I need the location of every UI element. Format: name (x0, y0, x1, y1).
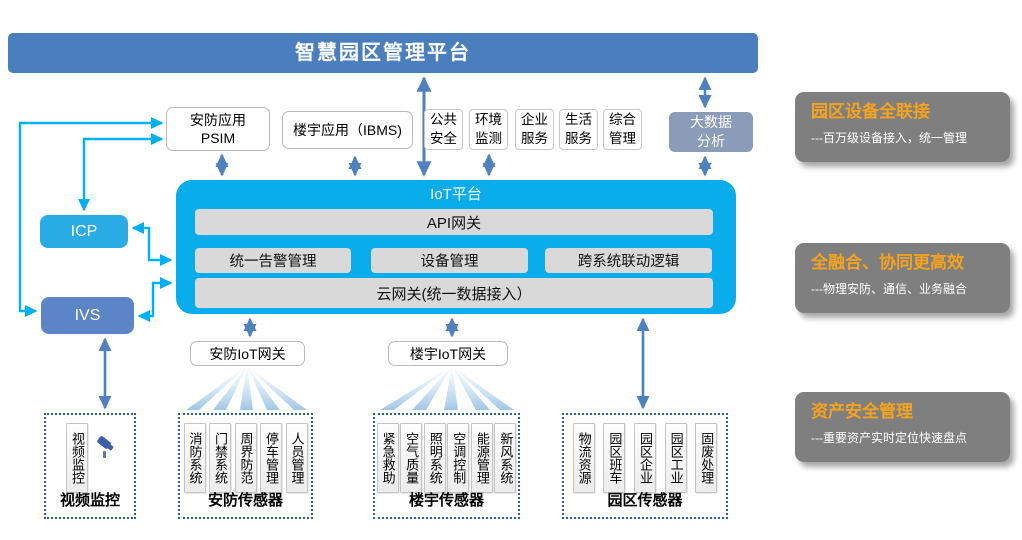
psim-line2: PSIM (200, 130, 236, 146)
big-data-analysis-box: 大数据 分析 (669, 112, 753, 152)
benefit-desc: ---物理安防、通信、业务融合 (811, 282, 967, 297)
ivs-box: IVS (41, 297, 134, 334)
building-iot-gateway-box: 楼宇IoT网关 (388, 341, 508, 366)
app-box-public-safety: 公共安全 (424, 109, 463, 150)
sensor-cell-perimeter-protection: 周界防范 (234, 423, 257, 493)
benefit-desc: ---百万级设备接入，统一管理 (811, 131, 967, 146)
group-park-sensors: 物流资源 园区班车 园区企业 园区工业 固废处理 园区传感器 (562, 413, 728, 519)
icp-box: ICP (40, 215, 128, 248)
sensor-cell-park-enterprise: 园区企业 (633, 423, 656, 493)
sensor-cell-lighting-system: 照明系统 (423, 423, 446, 493)
sensor-cell-fire-system: 消防系统 (183, 423, 206, 493)
iot-platform-container: IoT平台 API网关 统一告警管理 设备管理 跨系统联动逻辑 云网关(统一数据… (176, 180, 736, 314)
sensor-cell-video-surveillance: 视频监控 (66, 423, 88, 493)
sensor-cell-park-industry: 园区工业 (664, 423, 687, 493)
benefit-desc: ---重要资产实时定位快速盘点 (811, 431, 967, 446)
gateway-fan-security (186, 366, 307, 410)
benefit-title: 园区设备全联接 (811, 102, 930, 121)
module-unified-alarm-management: 统一告警管理 (195, 248, 351, 273)
sensor-cell-fresh-air-system: 新风系统 (494, 423, 517, 493)
gateway-fan-building (380, 366, 514, 410)
platform-title-banner: 智慧园区管理平台 (8, 33, 758, 73)
group-label-video-surveillance: 视频监控 (59, 492, 120, 509)
bigdata-line2: 分析 (697, 133, 725, 149)
group-label-park-sensors: 园区传感器 (607, 492, 683, 509)
app-box-enterprise-services: 企业服务 (515, 109, 554, 150)
ptz-camera-icon (94, 432, 120, 462)
sensor-cell-parking-management: 停车管理 (260, 423, 282, 493)
group-label-security-sensors: 安防传感器 (207, 492, 283, 509)
bigdata-line1: 大数据 (690, 114, 732, 131)
sensor-cell-personnel-management: 人员管理 (285, 423, 308, 493)
sensor-cell-energy-management: 能源管理 (470, 423, 493, 493)
group-building-sensors: 紧急救助 空气质量 照明系统 空调控制 能源管理 新风系统 楼宇传感器 (373, 413, 520, 519)
group-security-sensors: 消防系统 门禁系统 周界防范 停车管理 人员管理 安防传感器 (178, 413, 313, 519)
iot-platform-title: IoT平台 (430, 186, 482, 203)
security-iot-gateway-box: 安防IoT网关 (190, 341, 305, 366)
app-box-living-services: 生活服务 (559, 109, 598, 150)
psim-line1: 安防应用 (190, 111, 246, 128)
benefit-panel-asset-security: 资产安全管理 ---重要资产实时定位快速盘点 (795, 392, 1010, 462)
benefit-panel-full-convergence: 全融合、协同更高效 ---物理安防、通信、业务融合 (795, 243, 1010, 313)
app-box-environment-monitoring: 环境监测 (469, 109, 508, 150)
sensor-cell-emergency-rescue: 紧急救助 (376, 423, 399, 493)
app-box-ibms: 楼宇应用（IBMS) (282, 111, 413, 149)
sensor-cell-solid-waste: 固废处理 (695, 423, 718, 493)
sensor-cell-air-quality: 空气质量 (400, 423, 423, 493)
module-cross-system-linkage: 跨系统联动逻辑 (545, 248, 712, 273)
sensor-cell-hvac-control: 空调控制 (447, 423, 470, 493)
sensor-cell-logistics-resources: 物流资源 (572, 423, 595, 493)
benefit-title: 资产安全管理 (811, 402, 913, 421)
benefit-panel-device-connection: 园区设备全联接 ---百万级设备接入，统一管理 (795, 92, 1010, 162)
sensor-cell-park-shuttle: 园区班车 (603, 423, 626, 493)
cloud-gateway-bar: 云网关(统一数据接入） (195, 278, 713, 308)
benefit-title: 全融合、协同更高效 (811, 253, 964, 272)
module-device-management: 设备管理 (371, 248, 528, 273)
app-box-comprehensive-management: 综合管理 (603, 109, 642, 150)
api-gateway-bar: API网关 (195, 209, 713, 235)
sensor-cell-access-control: 门禁系统 (209, 423, 231, 493)
group-label-building-sensors: 楼宇传感器 (408, 492, 484, 509)
group-video-surveillance: 视频监控 视频监控 (44, 413, 136, 519)
app-box-psim: 安防应用 PSIM (166, 107, 270, 151)
